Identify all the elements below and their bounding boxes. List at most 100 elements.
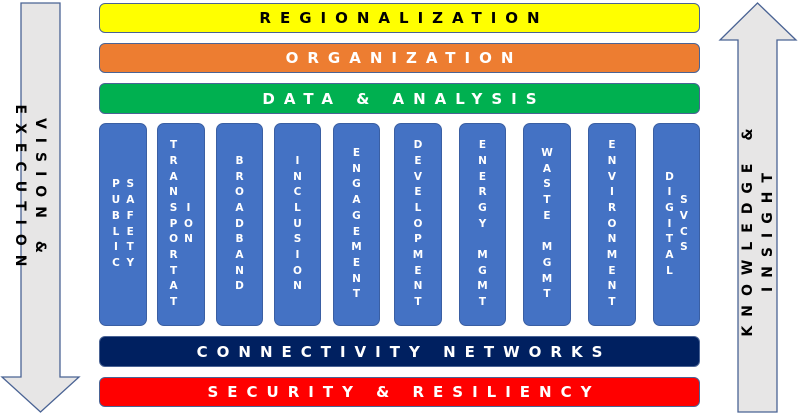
up-arrow-icon [718,2,798,413]
pillar-letter: P [169,217,178,230]
regionalization-label: REGIONALIZATION [259,9,549,27]
pillar-letter: D [665,170,674,183]
pillar-letter: E [352,225,361,238]
pillar-letter: R [235,170,244,183]
pillar-letter: T [126,241,134,254]
pillar-letter: T [665,233,673,246]
pillar-letter: N [478,154,487,167]
pillar-letter: S [680,241,688,254]
pillar-letter: T [352,288,361,301]
pillar-letter: T [169,264,178,277]
knowledge-insight-label: KNOWLEDGE & INSIGHT [738,118,778,338]
pillar-letter: Y [126,256,135,269]
pillar-letter: N [352,162,361,175]
pillar-letter: B [235,233,244,246]
pillar-letter: B [235,154,244,167]
pillar-letter: O [169,233,178,246]
security-label: SECURITY & RESILIENCY [207,383,601,401]
pillar-letter: A [352,194,361,207]
pillar-letter: I [186,201,191,214]
pillar-letter: I [667,217,672,230]
pillar-letter: G [478,201,487,214]
pillar-letter: V [679,209,688,222]
pillar-letter: I [295,249,300,262]
pillar-letter: R [169,154,178,167]
pillar-letter: S [126,178,135,191]
vision-execution-label: VISION & EXECUTION [10,90,50,290]
pillar-letter: M [541,241,553,254]
security-resiliency-layer: SECURITY & RESILIENCY [99,377,700,407]
pillar-letter: S [293,233,302,246]
pillar-letter: T [169,139,178,152]
pillar-letter: G [352,178,361,191]
pillar-letter: C [679,225,688,238]
pillar-letter: N [607,280,617,293]
pillar-letter: O [293,264,302,277]
knowledge-line: KNOWLEDGE & [740,119,756,337]
pillar-letter: Y [478,217,487,230]
pillar-letter: D [235,217,244,230]
pillar-letter: I [610,186,614,199]
pillar-letter: T [478,296,487,309]
insight-line: INSIGHT [760,164,776,292]
pillar-letter: A [665,249,674,262]
pillar-letter: N [184,233,193,246]
pillar-letter: E [414,264,422,277]
pillar-letter: T [608,296,616,309]
pillar-letter [545,225,549,241]
pillar-letter: E [352,256,361,269]
pillar-letter: S [543,178,551,191]
pillar-letter: E [478,170,487,183]
pillar-letter: N [293,170,302,183]
pillar-letter: A [235,249,244,262]
pillar-letter: U [111,194,121,207]
pillar-letter: D [413,139,423,152]
data-analysis-label: DATA & ANALYSIS [262,89,546,108]
pillar-letter: M [606,249,618,262]
pillar-letter: L [666,264,673,277]
pillar-letter: L [414,201,422,214]
pillar-letter: N [607,233,617,246]
vision-line: VISION & [32,117,48,263]
pillar-letter: G [478,264,487,277]
pillar-letter: S [169,201,178,214]
pillar-letter: N [169,186,178,199]
connectivity-label: CONNECTIVITY NETWORKS [196,342,612,361]
pillar-letter: C [293,186,302,199]
pillar-letter: N [607,154,617,167]
pillar-letter: E [352,146,361,159]
pillar-letter: L [112,225,120,238]
data-analysis-layer: DATA & ANALYSIS [99,83,700,114]
pillar-letter: E [126,225,134,238]
pillar-letter: G [352,209,361,222]
pillar-letter: B [111,209,120,222]
pillar-letter: I [113,241,118,254]
pillar-letter: I [295,154,300,167]
pillar-letter: A [169,280,178,293]
pillar-letter: W [541,146,553,159]
connectivity-networks-layer: CONNECTIVITY NETWORKS [99,336,700,367]
pillar-letter: A [126,194,135,207]
pillar-letter: N [293,280,302,293]
pillar-letter: M [541,272,553,285]
pillar-letter: V [413,170,423,183]
regionalization-layer: REGIONALIZATION [99,3,700,33]
pillar-letter: M [351,241,362,254]
pillar-letter: O [184,217,193,230]
pillar-letter: L [294,201,301,214]
execution-line: EXECUTION [12,104,28,276]
